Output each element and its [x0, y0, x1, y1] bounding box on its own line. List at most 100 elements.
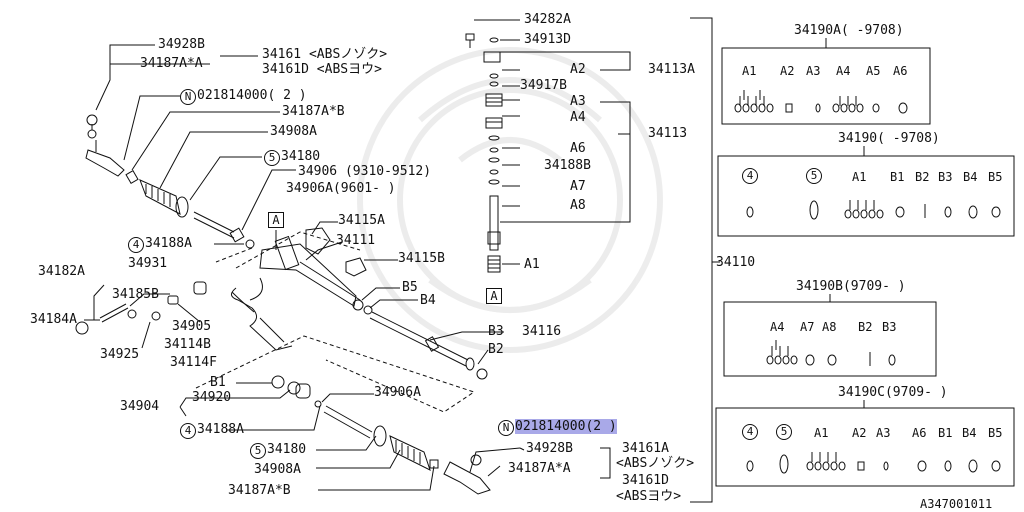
panel-2-item-5: 5	[806, 168, 823, 184]
panel-4-item-B1: B1	[938, 426, 953, 440]
label-021814000-top-code: 021814000	[197, 88, 268, 103]
label-34161: 34161 <ABSノゾク>	[262, 47, 388, 62]
panel-4-item-A6: A6	[912, 426, 927, 440]
diagram-code: A347001011	[920, 497, 993, 511]
label-34161A-sub: <ABSノゾク>	[616, 456, 695, 471]
panel-2-circle-4: 4	[742, 168, 758, 184]
label-B3: B3	[488, 324, 504, 339]
label-34180-top-text: 34180	[281, 149, 321, 164]
panel-3-item-A7: A7	[800, 320, 815, 334]
label-A7: A7	[570, 179, 586, 194]
panel-1-item-A4: A4	[836, 64, 851, 78]
panel-4-circle-4: 4	[742, 424, 758, 440]
panel-3-item-A4: A4	[770, 320, 785, 334]
label-34110: 34110	[716, 255, 756, 270]
label-34161D: 34161D <ABSヨウ>	[262, 62, 382, 77]
panel-4-item-5: 5	[776, 424, 793, 440]
panel-1-title: 34190A( -9708)	[794, 23, 904, 38]
label-34906: 34906 (9310-9512)	[298, 164, 432, 179]
watermark-emblem	[357, 47, 663, 353]
panel-2-title: 34190( -9708)	[838, 131, 940, 146]
box-mark-a-left: A	[268, 212, 284, 228]
label-34920: 34920	[192, 390, 232, 405]
label-B1: B1	[210, 375, 226, 390]
label-A2: A2	[570, 62, 586, 77]
circle-mark-n: N	[180, 89, 196, 105]
label-34184A: 34184A	[30, 312, 77, 327]
circle-mark-four-2: 4	[180, 423, 196, 439]
panel-1-item-A5: A5	[866, 64, 881, 78]
label-021814000-top-qty: ( 2 )	[267, 88, 307, 103]
label-34161D-bottom: 34161D	[622, 473, 669, 488]
label-34116: 34116	[522, 324, 562, 339]
label-34114B: 34114B	[164, 337, 211, 352]
label-A4: A4	[570, 110, 586, 125]
circle-mark-five-2: 5	[250, 443, 266, 459]
label-34161D-sub: <ABSヨウ>	[616, 489, 682, 504]
label-34113A: 34113A	[648, 62, 695, 77]
panel-4-item-A2: A2	[852, 426, 867, 440]
label-34925: 34925	[100, 347, 140, 362]
label-34113: 34113	[648, 126, 688, 141]
panel-1-item-A2: A2	[780, 64, 795, 78]
panel-4-item-B4: B4	[962, 426, 977, 440]
label-34187A-A-bottom: 34187A*A	[508, 461, 571, 476]
label-34908A-top: 34908A	[270, 124, 317, 139]
panel-1-item-A3: A3	[806, 64, 821, 78]
label-34111: 34111	[336, 233, 376, 248]
circle-mark-five: 5	[264, 150, 280, 166]
label-34917B: 34917B	[520, 78, 567, 93]
label-34161A: 34161A	[622, 441, 669, 456]
label-34115B: 34115B	[398, 251, 445, 266]
label-B5: B5	[402, 280, 418, 295]
label-34180-bottom-text: 34180	[267, 442, 307, 457]
label-34906A-bottom: 34906A	[374, 385, 421, 400]
label-34188A-bottom-text: 34188A	[197, 422, 244, 437]
circle-mark-four: 4	[128, 237, 144, 253]
panel-4-title: 34190C(9709- )	[838, 385, 948, 400]
label-34187A-B-top: 34187A*B	[282, 104, 345, 119]
panel-2-item-B4: B4	[963, 170, 978, 184]
label-34114F: 34114F	[170, 355, 217, 370]
label-A3: A3	[570, 94, 586, 109]
panel-3-title: 34190B(9709- )	[796, 279, 906, 294]
label-34905: 34905	[172, 319, 212, 334]
panel3-glyphs	[766, 340, 896, 366]
label-A1: A1	[524, 257, 540, 272]
panel-3-item-B2: B2	[858, 320, 873, 334]
panel-3-item-B3: B3	[882, 320, 897, 334]
label-34928B-bottom: 34928B	[526, 441, 573, 456]
panel-3-item-A8: A8	[822, 320, 837, 334]
label-B2: B2	[488, 342, 504, 357]
label-34906A: 34906A(9601- )	[286, 181, 396, 196]
label-34928B-top: 34928B	[158, 37, 205, 52]
panel-4-item-4: 4	[742, 424, 759, 440]
panel4-glyphs	[746, 452, 1001, 474]
label-34904: 34904	[120, 399, 160, 414]
label-34188B: 34188B	[544, 158, 591, 173]
label-34913D: 34913D	[524, 32, 571, 47]
label-A8: A8	[570, 198, 586, 213]
panel-2-item-B3: B3	[938, 170, 953, 184]
panel-2-circle-5: 5	[806, 168, 822, 184]
circle-mark-n-2: N	[498, 420, 514, 436]
label-34182A: 34182A	[38, 264, 85, 279]
panel-2-item-B1: B1	[890, 170, 905, 184]
panel-4-circle-5: 5	[776, 424, 792, 440]
label-34282A: 34282A	[524, 12, 571, 27]
panel1-glyphs	[734, 90, 908, 114]
panel-2-item-B2: B2	[915, 170, 930, 184]
label-34185B: 34185B	[112, 287, 159, 302]
label-34115A: 34115A	[338, 213, 385, 228]
label-34187A-A-top: 34187A*A	[140, 56, 203, 71]
label-34187A-B-bottom: 34187A*B	[228, 483, 291, 498]
panel2-glyphs	[746, 200, 1001, 220]
panel-2-item-A1: A1	[852, 170, 867, 184]
